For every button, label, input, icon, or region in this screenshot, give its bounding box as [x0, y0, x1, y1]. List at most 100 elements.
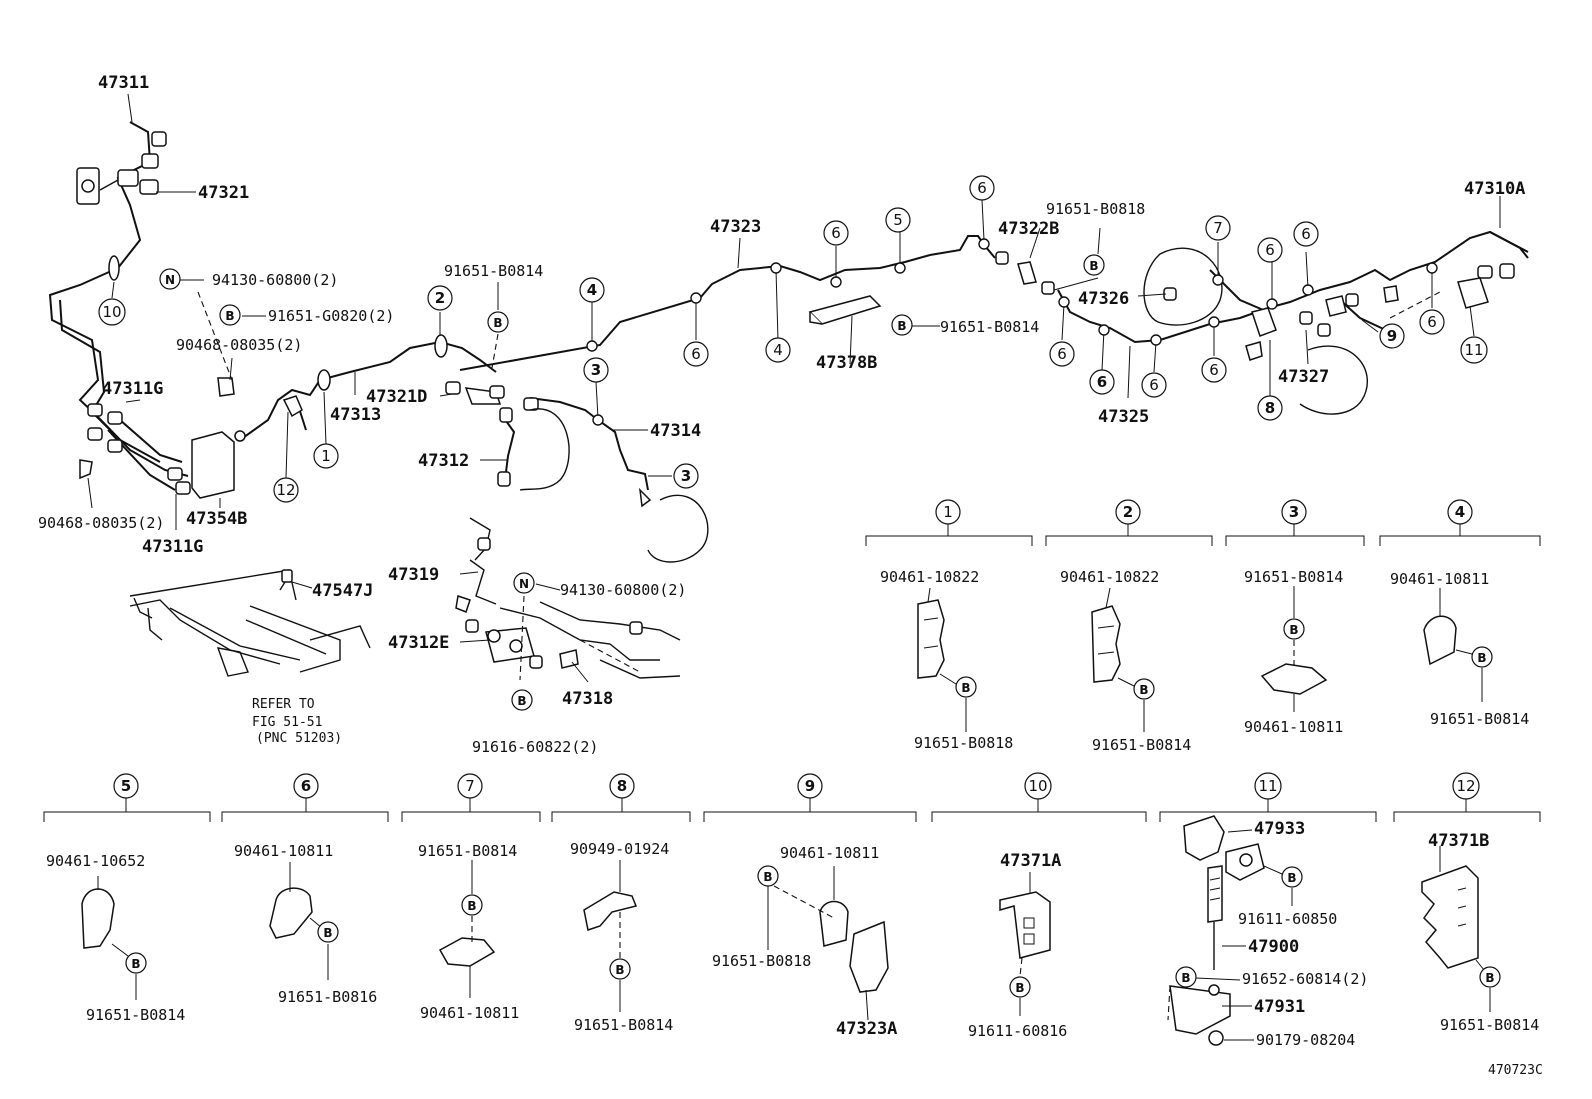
label-90468-lower: 90468-08035(2) [38, 514, 164, 532]
svg-text:5: 5 [121, 777, 131, 795]
detail-4-top-label: 90461-10811 [1390, 570, 1489, 588]
clip-12-marker [282, 395, 303, 418]
b-symbol: B [1009, 976, 1031, 998]
detail-9-left-label: 91651-B0818 [712, 952, 811, 970]
label-47312e: 47312E [388, 633, 449, 653]
detail-header-2: 2 [1115, 499, 1141, 525]
svg-text:6: 6 [1265, 241, 1275, 259]
ref-6: 6 [1257, 237, 1283, 263]
svg-text:6: 6 [301, 777, 311, 795]
ref-10: 10 [98, 298, 126, 326]
detail-1-bottom-label: 91651-B0818 [914, 734, 1013, 752]
ref-6: 6 [1089, 369, 1115, 395]
b-symbol: B [1471, 646, 1493, 668]
detail-11-label-c: 47900 [1248, 937, 1299, 957]
svg-text:2: 2 [435, 289, 445, 307]
svg-text:10: 10 [1028, 777, 1047, 795]
b-symbol: B [461, 894, 483, 916]
b-symbol: B [1479, 966, 1501, 988]
front-pipe-nuts [79, 403, 123, 480]
svg-text:B: B [517, 694, 526, 708]
tee-47327 [1245, 285, 1399, 361]
detail-5-clip: B 90461-10652 91651-B0814 [46, 852, 185, 1024]
refer-line-1: REFER TO [252, 697, 315, 712]
label-47319: 47319 [388, 565, 439, 585]
svg-text:11: 11 [1258, 777, 1277, 795]
svg-text:B: B [1289, 623, 1298, 637]
svg-text:B: B [1287, 871, 1296, 885]
front-rotor-outline [519, 408, 570, 491]
svg-text:B: B [493, 316, 502, 330]
svg-text:6: 6 [1057, 345, 1067, 363]
ref-3: 3 [583, 357, 609, 383]
detail-12-clamp: B 47371B 91651-B0814 [1421, 831, 1539, 1034]
reference-circles: 10 12 1 2 4 3 3 6 4 6 5 6 6 6 6 6 7 6 6 … [98, 175, 1488, 503]
svg-text:B: B [467, 899, 476, 913]
detail-10-top-label: 47371A [1000, 851, 1061, 871]
b-symbol: B [125, 952, 147, 974]
label-47314: 47314 [650, 421, 701, 441]
b-symbol: B [317, 921, 339, 943]
detail-12-top-label: 47371B [1428, 831, 1489, 851]
svg-text:9: 9 [805, 777, 815, 795]
detail-11-label-d: 91652-60814(2) [1242, 970, 1368, 988]
label-91651-b0814-mid: 91651-B0814 [940, 318, 1039, 336]
svg-text:9: 9 [1387, 327, 1397, 345]
clip-1-marker [317, 369, 331, 391]
svg-text:7: 7 [465, 777, 475, 795]
svg-text:B: B [225, 309, 234, 323]
svg-text:6: 6 [1097, 373, 1107, 391]
ref-6: 6 [969, 175, 995, 201]
detail-header-6: 6 [293, 773, 319, 799]
detail-11-label-a: 47933 [1254, 819, 1305, 839]
detail-11-valve-assembly: B B 47933 91611-60850 47900 91652-60814(… [1167, 815, 1368, 1049]
detail-2-clip: B 90461-10822 91651-B0814 [1060, 568, 1191, 754]
ref-12: 12 [273, 477, 299, 503]
b-symbol: B [1175, 966, 1197, 988]
svg-text:B: B [1139, 683, 1148, 697]
b-symbol: B [1083, 254, 1105, 276]
part-number-labels: 47311 47321 47311G 47311G 90468-08035(2)… [38, 73, 1543, 1078]
detail-7-top-label: 91651-B0814 [418, 842, 517, 860]
detail-header-1: 1 [935, 499, 961, 525]
svg-text:4: 4 [1455, 503, 1465, 521]
label-47321: 47321 [198, 183, 249, 203]
svg-text:12: 12 [276, 481, 295, 499]
label-47378b: 47378B [816, 353, 877, 373]
detail-12-bottom-label: 91651-B0814 [1440, 1016, 1539, 1034]
detail-11-label-b: 91611-60850 [1238, 910, 1337, 928]
detail-header-8: 8 [609, 773, 635, 799]
label-47354b: 47354B [186, 509, 247, 529]
label-47310a: 47310A [1464, 179, 1525, 199]
detail-6-top-label: 90461-10811 [234, 842, 333, 860]
frame-rail-subassembly [129, 569, 371, 677]
svg-text:4: 4 [773, 341, 783, 359]
detail-6-bottom-label: 91651-B0816 [278, 988, 377, 1006]
label-47313: 47313 [330, 405, 381, 425]
detail-10-bottom-label: 91611-60816 [968, 1022, 1067, 1040]
ref-6: 6 [683, 341, 709, 367]
label-94130-lower: 94130-60800(2) [560, 581, 686, 599]
svg-text:B: B [1181, 971, 1190, 985]
svg-text:6: 6 [1301, 225, 1311, 243]
ref-8: 8 [1257, 395, 1283, 421]
detail-2-top-label: 90461-10822 [1060, 568, 1159, 586]
svg-text:2: 2 [1123, 503, 1133, 521]
detail-header-4: 4 [1447, 499, 1473, 525]
label-91616: 91616-60822(2) [472, 738, 598, 756]
svg-text:B: B [1485, 971, 1494, 985]
detail-9-bottom-label: 47323A [836, 1019, 897, 1039]
svg-text:B: B [1015, 981, 1024, 995]
detail-2-bottom-label: 91651-B0814 [1092, 736, 1191, 754]
svg-text:7: 7 [1213, 219, 1223, 237]
label-94130-upper: 94130-60800(2) [212, 271, 338, 289]
svg-text:12: 12 [1456, 777, 1475, 795]
label-47326: 47326 [1078, 289, 1129, 309]
b-symbol: B [1281, 866, 1303, 888]
label-47327: 47327 [1278, 367, 1329, 387]
svg-text:1: 1 [321, 447, 331, 465]
svg-text:8: 8 [1265, 399, 1275, 417]
refer-line-2: FIG 51-51 [252, 715, 322, 730]
detail-header-3: 3 [1281, 499, 1307, 525]
